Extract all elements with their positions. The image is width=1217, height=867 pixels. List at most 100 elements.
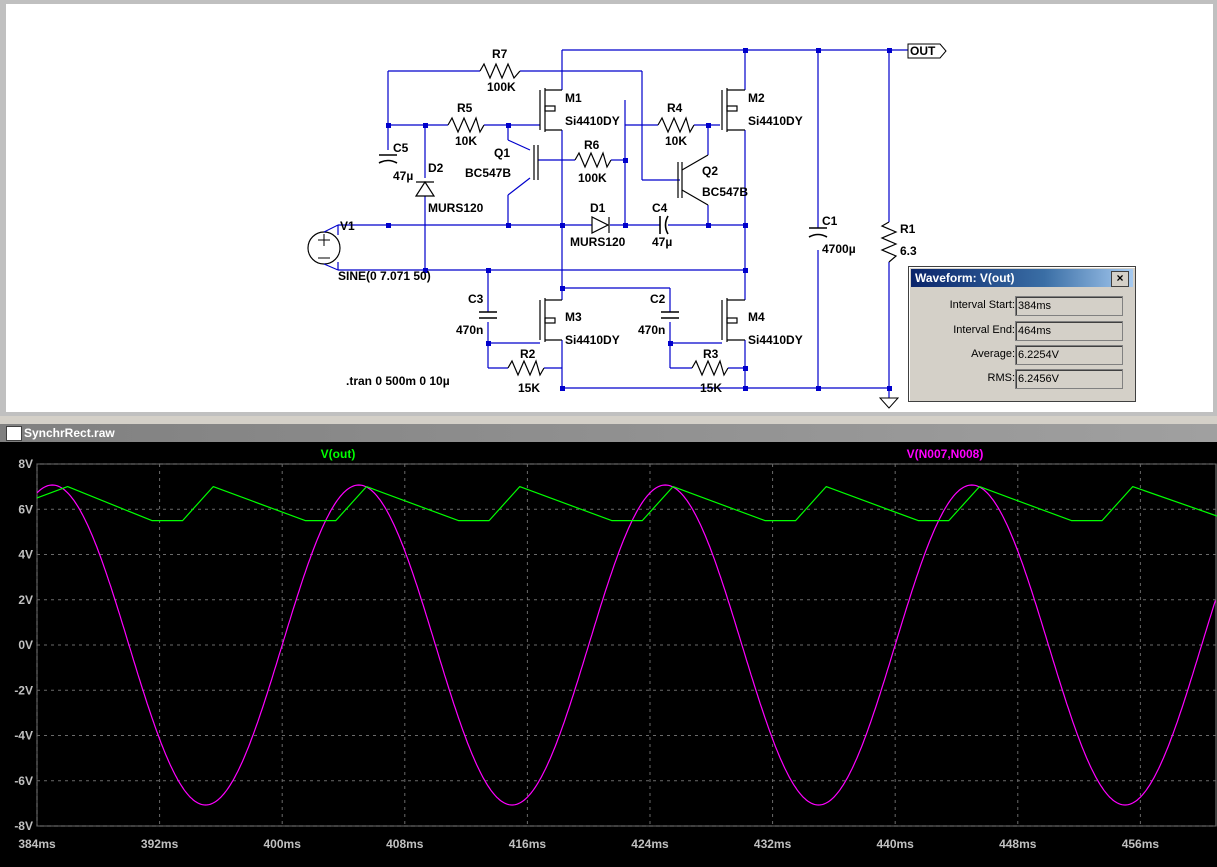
label-m1: M1 — [565, 91, 582, 105]
y-tick-label: 4V — [18, 548, 33, 562]
tran-directive: .tran 0 500m 0 10µ — [346, 374, 450, 388]
resistors — [447, 62, 898, 377]
legend-v-out[interactable]: V(out) — [321, 447, 356, 461]
dialog-row-interval-end: Interval End: 464ms — [909, 320, 1135, 342]
value-c5: 47µ — [393, 169, 413, 183]
junction-dots — [386, 48, 892, 391]
label-c1: C1 — [822, 214, 838, 228]
x-tick-label: 384ms — [18, 837, 56, 851]
value-c3: 470n — [456, 323, 483, 337]
label-d1: D1 — [590, 201, 606, 215]
label-q2: Q2 — [702, 164, 718, 178]
value-r4: 10K — [665, 134, 687, 148]
label-c5: C5 — [393, 141, 409, 155]
label-c3: C3 — [468, 292, 484, 306]
series-v-out — [36, 486, 1217, 522]
dialog-title: Waveform: V(out) — [915, 271, 1015, 285]
value-r6: 100K — [578, 171, 607, 185]
value-m4: Si4410DY — [748, 333, 803, 347]
dialog-row-interval-start: Interval Start: 384ms — [909, 295, 1135, 317]
y-tick-label: 8V — [18, 457, 33, 471]
row-label: Interval Start: — [949, 299, 1015, 311]
waveform-plot[interactable]: 8V 6V 4V 2V 0V -2V -4V -6V -8V 384ms 392ms 400ms 408… — [0, 442, 1217, 867]
component-labels: R7 100K M1 Si4410DY R5 10K C5 47µ D2 MUR… — [338, 44, 936, 395]
label-r4: R4 — [667, 101, 683, 115]
label-m4: M4 — [748, 310, 765, 324]
value-q2: BC547B — [702, 185, 748, 199]
series-v-n007-n008 — [36, 484, 1217, 806]
y-tick-label: -6V — [14, 774, 33, 788]
value-c1: 4700µ — [822, 242, 856, 256]
value-r1: 6.3 — [900, 244, 917, 258]
label-r6: R6 — [584, 138, 600, 152]
diodes — [414, 180, 610, 234]
row-label: RMS: — [987, 372, 1016, 384]
label-m2: M2 — [748, 91, 765, 105]
y-tick-label: -2V — [14, 683, 33, 697]
out-flag — [907, 43, 947, 59]
x-tick-label: 416ms — [509, 837, 547, 851]
x-tick-label: 456ms — [1122, 837, 1160, 851]
value-v1: SINE(0 7.071 50) — [338, 269, 431, 283]
waveform-window-title: SynchrRect.raw — [24, 426, 115, 440]
x-tick-label: 432ms — [754, 837, 792, 851]
waveform-chart[interactable]: 8V 6V 4V 2V 0V -2V -4V -6V -8V 384ms 392ms 400ms 408… — [0, 442, 1217, 867]
value-r5: 10K — [455, 134, 477, 148]
dialog-titlebar[interactable]: Waveform: V(out) × — [911, 269, 1133, 287]
label-q1: Q1 — [494, 146, 510, 160]
wires — [337, 49, 908, 398]
label-r2: R2 — [520, 347, 536, 361]
row-value[interactable]: 464ms — [1015, 321, 1123, 341]
value-r3: 15K — [700, 381, 722, 395]
dialog-row-rms: RMS: 6.2456V — [909, 368, 1135, 390]
schematic-drawing[interactable]: R7 100K M1 Si4410DY R5 10K C5 47µ D2 MUR… — [0, 0, 1217, 416]
label-r1: R1 — [900, 222, 916, 236]
label-d2: D2 — [428, 161, 444, 175]
label-r3: R3 — [703, 347, 719, 361]
label-out: OUT — [910, 44, 936, 58]
value-c4: 47µ — [652, 235, 672, 249]
close-icon[interactable]: × — [1111, 271, 1129, 287]
y-tick-label: -4V — [14, 729, 33, 743]
x-tick-label: 408ms — [386, 837, 424, 851]
ground-icon — [878, 397, 900, 409]
label-r7: R7 — [492, 47, 508, 61]
row-label: Average: — [971, 348, 1015, 360]
x-tick-label: 392ms — [141, 837, 179, 851]
label-v1: V1 — [340, 219, 355, 233]
row-value[interactable]: 6.2456V — [1015, 369, 1123, 389]
schematic-window: R7 100K M1 Si4410DY R5 10K C5 47µ D2 MUR… — [0, 0, 1217, 416]
waveform-window-titlebar[interactable]: SynchrRect.raw — [0, 424, 1217, 442]
voltage-source-icon — [307, 224, 341, 271]
label-c2: C2 — [650, 292, 666, 306]
y-tick-label: -8V — [14, 819, 33, 833]
value-c2: 470n — [638, 323, 665, 337]
value-q1: BC547B — [465, 166, 511, 180]
y-tick-label: 2V — [18, 593, 33, 607]
row-value[interactable]: 384ms — [1015, 296, 1123, 316]
value-r7: 100K — [487, 80, 516, 94]
value-m1: Si4410DY — [565, 114, 620, 128]
value-d2: MURS120 — [428, 201, 484, 215]
x-tick-label: 400ms — [264, 837, 302, 851]
value-m2: Si4410DY — [748, 114, 803, 128]
x-tick-label: 424ms — [631, 837, 669, 851]
row-value[interactable]: 6.2254V — [1015, 345, 1123, 365]
legend-v-n007-n008[interactable]: V(N007,N008) — [907, 447, 984, 461]
x-tick-label: 440ms — [876, 837, 914, 851]
transistors — [533, 88, 745, 342]
row-label: Interval End: — [953, 324, 1015, 336]
label-c4: C4 — [652, 201, 668, 215]
value-r2: 15K — [518, 381, 540, 395]
value-d1: MURS120 — [570, 235, 626, 249]
y-tick-label: 6V — [18, 502, 33, 516]
dialog-row-average: Average: 6.2254V — [909, 344, 1135, 366]
value-m3: Si4410DY — [565, 333, 620, 347]
waveform-dialog[interactable]: Waveform: V(out) × Interval Start: 384ms… — [908, 266, 1136, 402]
capacitors — [378, 154, 828, 319]
y-tick-label: 0V — [18, 638, 33, 652]
x-tick-label: 448ms — [999, 837, 1037, 851]
label-r5: R5 — [457, 101, 473, 115]
waveform-icon — [6, 426, 22, 441]
label-m3: M3 — [565, 310, 582, 324]
